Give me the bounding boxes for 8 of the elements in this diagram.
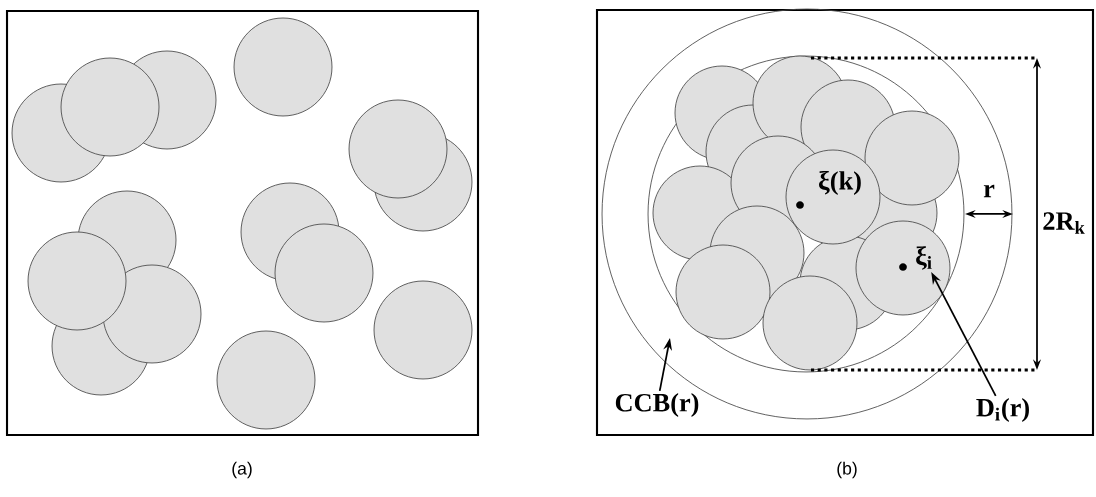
- point-label: ξ$_{i}$: [916, 246, 932, 270]
- panel-label: (b): [837, 461, 857, 479]
- dimension-label: r: [983, 184, 995, 198]
- region-label: D$_{i}$(r): [976, 398, 1029, 422]
- region-label: CCB(r): [615, 393, 699, 417]
- dimension-label: 2R$_{k}$: [1043, 212, 1085, 234]
- panel-label: (a): [232, 461, 252, 479]
- point-label: ξ(k): [819, 170, 861, 196]
